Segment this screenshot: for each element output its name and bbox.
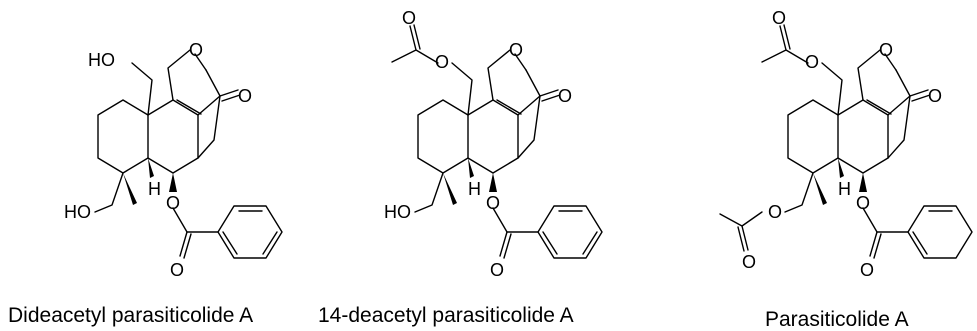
compound-1-carbonyl-bond-1	[219, 89, 239, 97]
compound-2-benzoyl-co-1	[499, 231, 508, 257]
compound-2-carbonyl-bond-1	[539, 89, 559, 97]
compound-1-ring-b-ch2	[197, 95, 221, 159]
compound-2-ring-a	[417, 99, 469, 174]
compound-2-methyl-wedge	[443, 173, 457, 205]
compound-2-acetoxymethyl	[451, 62, 473, 116]
compound-2-atom-top-link-o: O	[435, 52, 449, 72]
compound-3-left-acetyl-co-2	[737, 226, 745, 252]
compound-3-left-ch2o	[784, 172, 814, 213]
compound-3-benzene-db-3	[912, 231, 928, 255]
compound-3-atom-ring-o: O	[879, 40, 893, 60]
compound-1-benzene	[217, 205, 283, 259]
compound-2-benzene	[537, 205, 603, 259]
compound-2-name: 14-deacetyl parasiticolide A	[318, 304, 574, 327]
compound-2-carbonyl-bond-2	[541, 94, 561, 102]
compound-1-h-wedge	[148, 158, 154, 178]
compound-2-benzoyl-co-2	[503, 233, 512, 259]
compound-3-acetyl-co-1	[779, 25, 787, 51]
compound-3-ring-o-bond	[884, 53, 897, 71]
compound-3-left-acetyl-chain	[719, 211, 763, 227]
compound-3-methyl-wedge	[813, 173, 827, 205]
compound-3-atom-left-acetyl-o: O	[742, 252, 756, 272]
compound-1-atom-h: H	[148, 179, 161, 199]
compound-2-h-wedge	[468, 158, 474, 178]
compound-2-structure: O O O O HO H O O	[384, 8, 603, 280]
compound-2-ring-o-bond	[514, 53, 527, 71]
compound-3-atom-left-link-o: O	[768, 202, 782, 222]
compound-2-acetyl-co-2	[413, 24, 421, 50]
compound-3-structure: O O O O O O H O O	[719, 8, 973, 280]
compound-2-atom-acetyl-o: O	[402, 8, 416, 28]
compound-3-h-wedge	[838, 158, 844, 178]
compound-3-atom-ester-o: O	[856, 193, 870, 213]
compound-1-carbonyl-bond-2	[221, 94, 241, 102]
compound-3-acetyl-chain	[761, 49, 809, 64]
compound-3-ring-a	[787, 99, 839, 174]
compound-2-atom-carbonyl-o: O	[558, 86, 572, 106]
compound-1-atom-carbonyl-o: O	[238, 86, 252, 106]
compound-3-atom-top-link-o: O	[805, 52, 819, 72]
compound-3-atom-acetyl-o: O	[772, 8, 786, 28]
compound-3-atom-carbonyl-o: O	[928, 86, 942, 106]
compound-3-ester-wedge	[859, 173, 867, 192]
compound-1-atom-ring-o: O	[189, 40, 203, 60]
compound-2-benzene-db-3	[542, 231, 558, 255]
compound-1-benzene-db-2	[262, 231, 278, 255]
compound-3-benzene	[907, 205, 973, 259]
compound-3-atom-benzoyl-o: O	[860, 260, 874, 280]
compound-3-acetoxymethyl	[821, 62, 843, 116]
compound-2-atom-ester-o: O	[486, 193, 500, 213]
compound-1-c-eq-c	[176, 99, 202, 115]
compound-2-acetyl-co-1	[409, 25, 417, 51]
compound-1-hydroxymethyl	[131, 62, 153, 116]
compound-2-ring-b-ch2	[517, 95, 541, 159]
compound-1-atom-benzoyl-o: O	[170, 260, 184, 280]
compound-1-ester-wedge	[169, 173, 177, 192]
compound-2-benzene-db-2	[582, 231, 598, 255]
compound-3-ring-b-ch2	[887, 95, 911, 159]
compound-3-left-acetyl-co-1	[741, 225, 749, 251]
compound-3-acetyl-co-2	[783, 24, 791, 50]
compound-1-ring-o-bond	[194, 53, 207, 71]
compound-1-atom-left-group: HO	[64, 202, 91, 222]
compound-3-c-eq-c	[866, 99, 892, 115]
compound-3-carbonyl-bond-2	[911, 94, 931, 102]
compound-3-benzoyl-co-2	[873, 233, 882, 259]
compound-3-atom-h: H	[838, 179, 851, 199]
compound-2-acetyl-chain	[391, 49, 439, 64]
compound-1-left-ch2oh	[94, 172, 124, 213]
compound-3-benzoyl-co-1	[869, 231, 878, 257]
compound-1-structure: HO O O HO H O O	[64, 40, 283, 280]
compound-2-left-ch2oh	[414, 172, 444, 213]
compound-2-atom-benzoyl-o: O	[490, 260, 504, 280]
compound-1-benzene-db-3	[222, 231, 238, 255]
compound-2-atom-ring-o: O	[509, 40, 523, 60]
compound-1-methyl-wedge	[123, 173, 137, 205]
compound-1-atom-top-group: HO	[88, 50, 115, 70]
compound-1-ring-b	[147, 99, 199, 174]
compound-3-ring-b	[837, 99, 889, 174]
compound-1-benzoyl-co-2	[183, 233, 192, 259]
compound-1-ring-a	[97, 99, 149, 174]
compound-3-carbonyl-bond-1	[909, 89, 929, 97]
compound-3-name: Parasiticolide A	[765, 308, 909, 331]
compound-2-c-eq-c	[496, 99, 522, 115]
compound-2-atom-h: H	[468, 179, 481, 199]
compound-1-benzoyl-co-1	[179, 231, 188, 257]
compound-1-name: Dideacetyl parasiticolide A	[8, 304, 253, 327]
compound-2-atom-left-group: HO	[384, 202, 411, 222]
compound-2-ester-wedge	[489, 173, 497, 192]
compound-1-atom-ester-o: O	[166, 193, 180, 213]
compound-2-ring-b	[467, 99, 519, 174]
